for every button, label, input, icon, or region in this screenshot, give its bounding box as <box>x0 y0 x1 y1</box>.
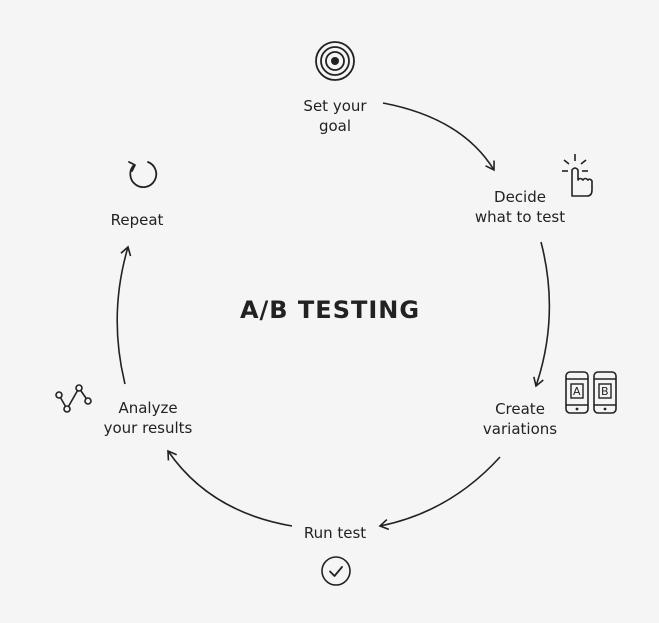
arrow-run-to-analyze <box>167 449 293 527</box>
step-set-your-goal: Set your goal <box>285 96 385 136</box>
step-analyze-your-results: Analyze your results <box>88 398 208 438</box>
arrow-goal-to-decide <box>382 102 495 172</box>
line-graph-icon <box>55 383 97 415</box>
refresh-icon <box>122 157 162 193</box>
variant-b-letter: B <box>601 385 609 398</box>
step-label-line-1: Analyze <box>118 399 178 417</box>
step-run-test: Run test <box>285 523 385 543</box>
variant-a-letter: A <box>573 385 581 398</box>
arrow-decide-to-create <box>533 241 551 388</box>
step-create-variations: Create variations <box>470 399 570 439</box>
target-icon <box>314 40 356 82</box>
click-hand-icon <box>561 152 597 200</box>
check-circle-icon <box>320 555 352 587</box>
step-label-line-1: Set your <box>303 97 367 115</box>
step-label-line-1: Run test <box>303 524 367 542</box>
step-label-line-2: what to test <box>474 208 566 226</box>
arrow-create-to-run <box>378 456 501 531</box>
ab-phones-icon: A B <box>564 370 618 416</box>
step-label-line-1: Create <box>495 400 545 418</box>
step-decide-what-to-test: Decide what to test <box>462 187 578 227</box>
step-label-line-2: goal <box>318 117 352 135</box>
step-label-line-2: your results <box>103 419 193 437</box>
arrow-analyze-to-repeat <box>116 245 132 385</box>
step-label-line-2: variations <box>482 420 558 438</box>
step-repeat: Repeat <box>92 210 182 230</box>
step-label-line-1: Decide <box>494 188 546 206</box>
diagram-title: A/B TESTING <box>239 296 421 324</box>
step-label-line-1: Repeat <box>110 211 164 229</box>
